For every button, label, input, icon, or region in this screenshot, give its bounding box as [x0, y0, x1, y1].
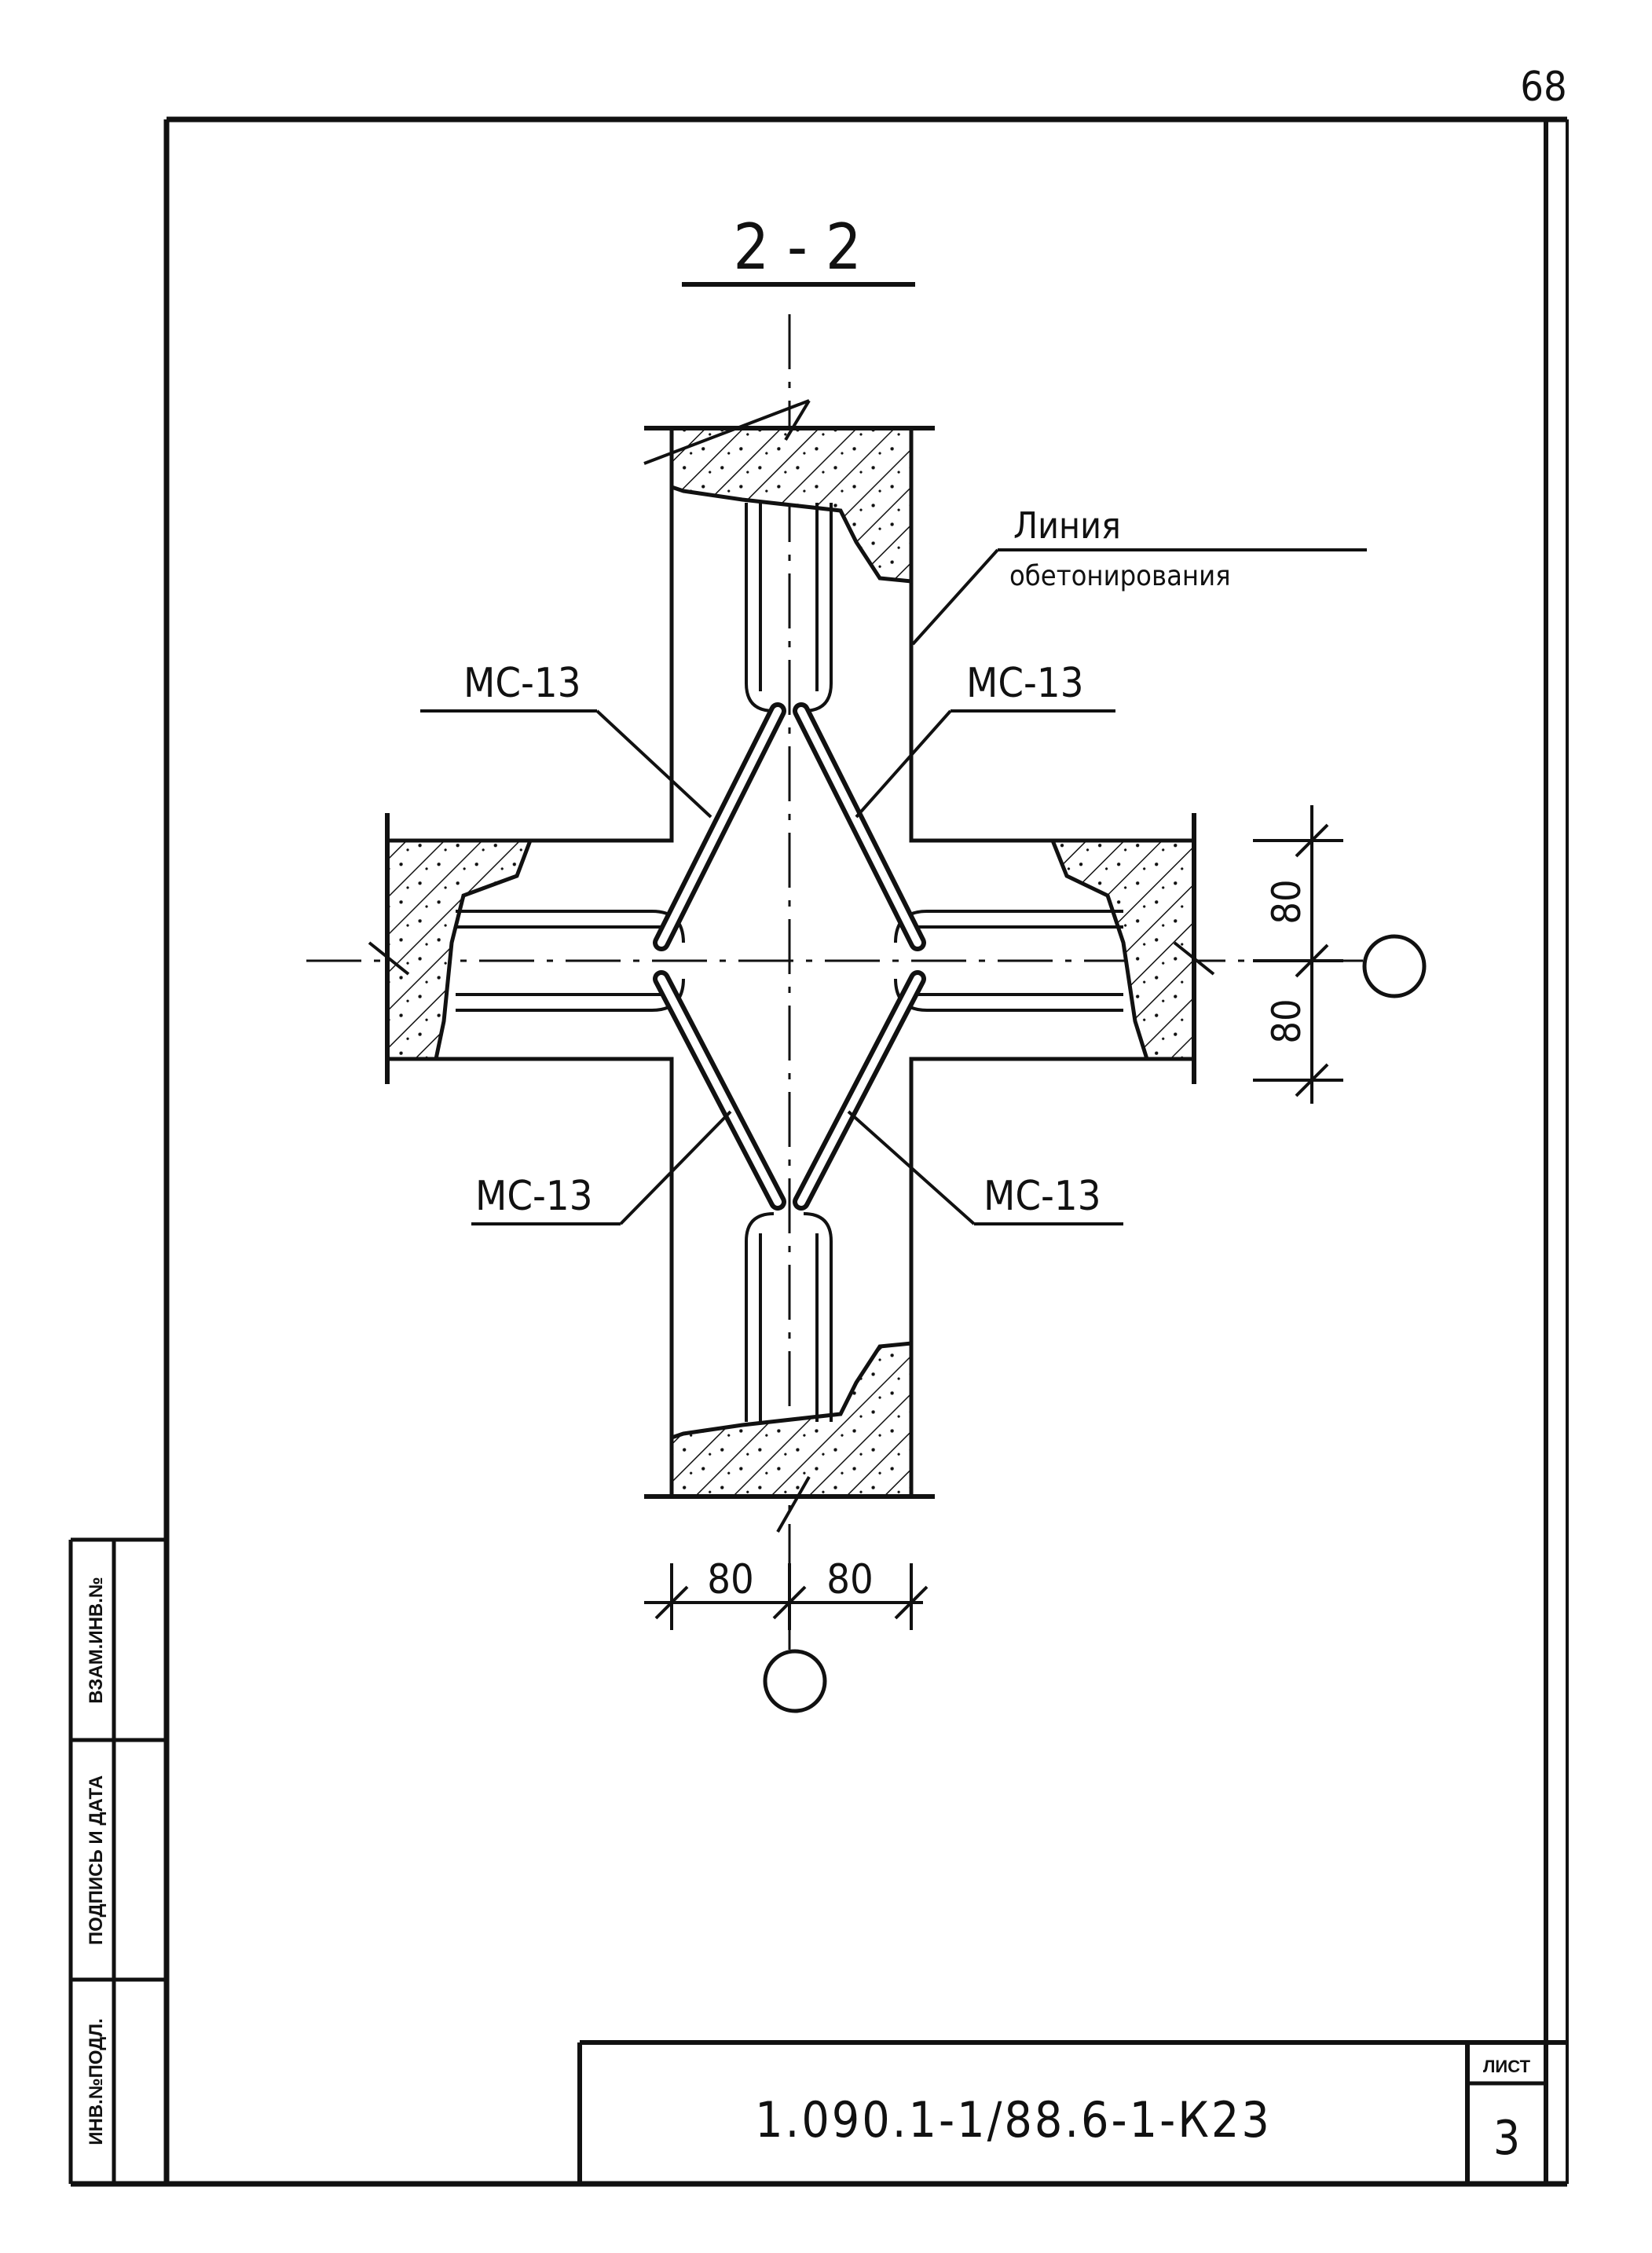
side-stamp: ВЗАМ.ИНВ.№ ПОДПИСЬ И ДАТА ИНВ.№ПОДЛ.: [68, 1537, 167, 2184]
axis-bubble-right: [1362, 934, 1427, 998]
mc13-label-bottom-right: МС-13: [984, 1173, 1101, 1220]
mc13-leader-top-left-arm: [595, 709, 712, 819]
connector-bars-inner: [658, 707, 921, 1206]
wall-top: [643, 399, 935, 584]
mc13-leader-bottom-left-arm: [619, 1110, 732, 1225]
concreting-line-label-2: обетонирования: [1009, 560, 1231, 592]
dimension-bottom-right: 80: [826, 1556, 874, 1603]
mc13-label-top-right: МС-13: [966, 660, 1083, 707]
document-code: 1.090.1-1/88.6-1-К23: [755, 2091, 1272, 2149]
concreting-line-label: Линия: [1013, 504, 1121, 547]
mc13-label-bottom-left: МС-13: [475, 1173, 592, 1220]
mc13-leader-top-right-arm: [855, 709, 952, 819]
sheet-label: ЛИСТ: [1483, 2057, 1531, 2076]
dimension-right: [1253, 805, 1343, 1104]
dimension-right-upper: 80: [1264, 879, 1310, 924]
sheet-number: 68: [1520, 64, 1567, 111]
stamp-field-signature: ПОДПИСЬ И ДАТА: [86, 1775, 107, 1945]
concreting-leader: [911, 548, 999, 646]
title-block: [577, 2040, 1567, 2184]
mc13-leader-bottom-right-arm: [847, 1110, 976, 1225]
sheet-value: 3: [1493, 2111, 1520, 2166]
dimension-bottom: [644, 1563, 929, 1630]
wall-left: [368, 813, 533, 1084]
mc13-label-top-left: МС-13: [463, 660, 581, 707]
stamp-field-replacement: ВЗАМ.ИНВ.№: [86, 1577, 107, 1703]
section-title: 2 - 2: [733, 211, 861, 284]
dimension-bottom-left: 80: [707, 1556, 754, 1603]
wall-bottom: [644, 1341, 935, 1533]
wall-right: [1049, 813, 1215, 1084]
dimension-right-lower: 80: [1264, 998, 1310, 1043]
stamp-field-original: ИНВ.№ПОДЛ.: [86, 2018, 107, 2145]
axis-bubble-bottom: [763, 1649, 827, 1713]
sheet-frame: [71, 116, 1569, 2187]
rebar-bottom: [745, 1212, 833, 1422]
